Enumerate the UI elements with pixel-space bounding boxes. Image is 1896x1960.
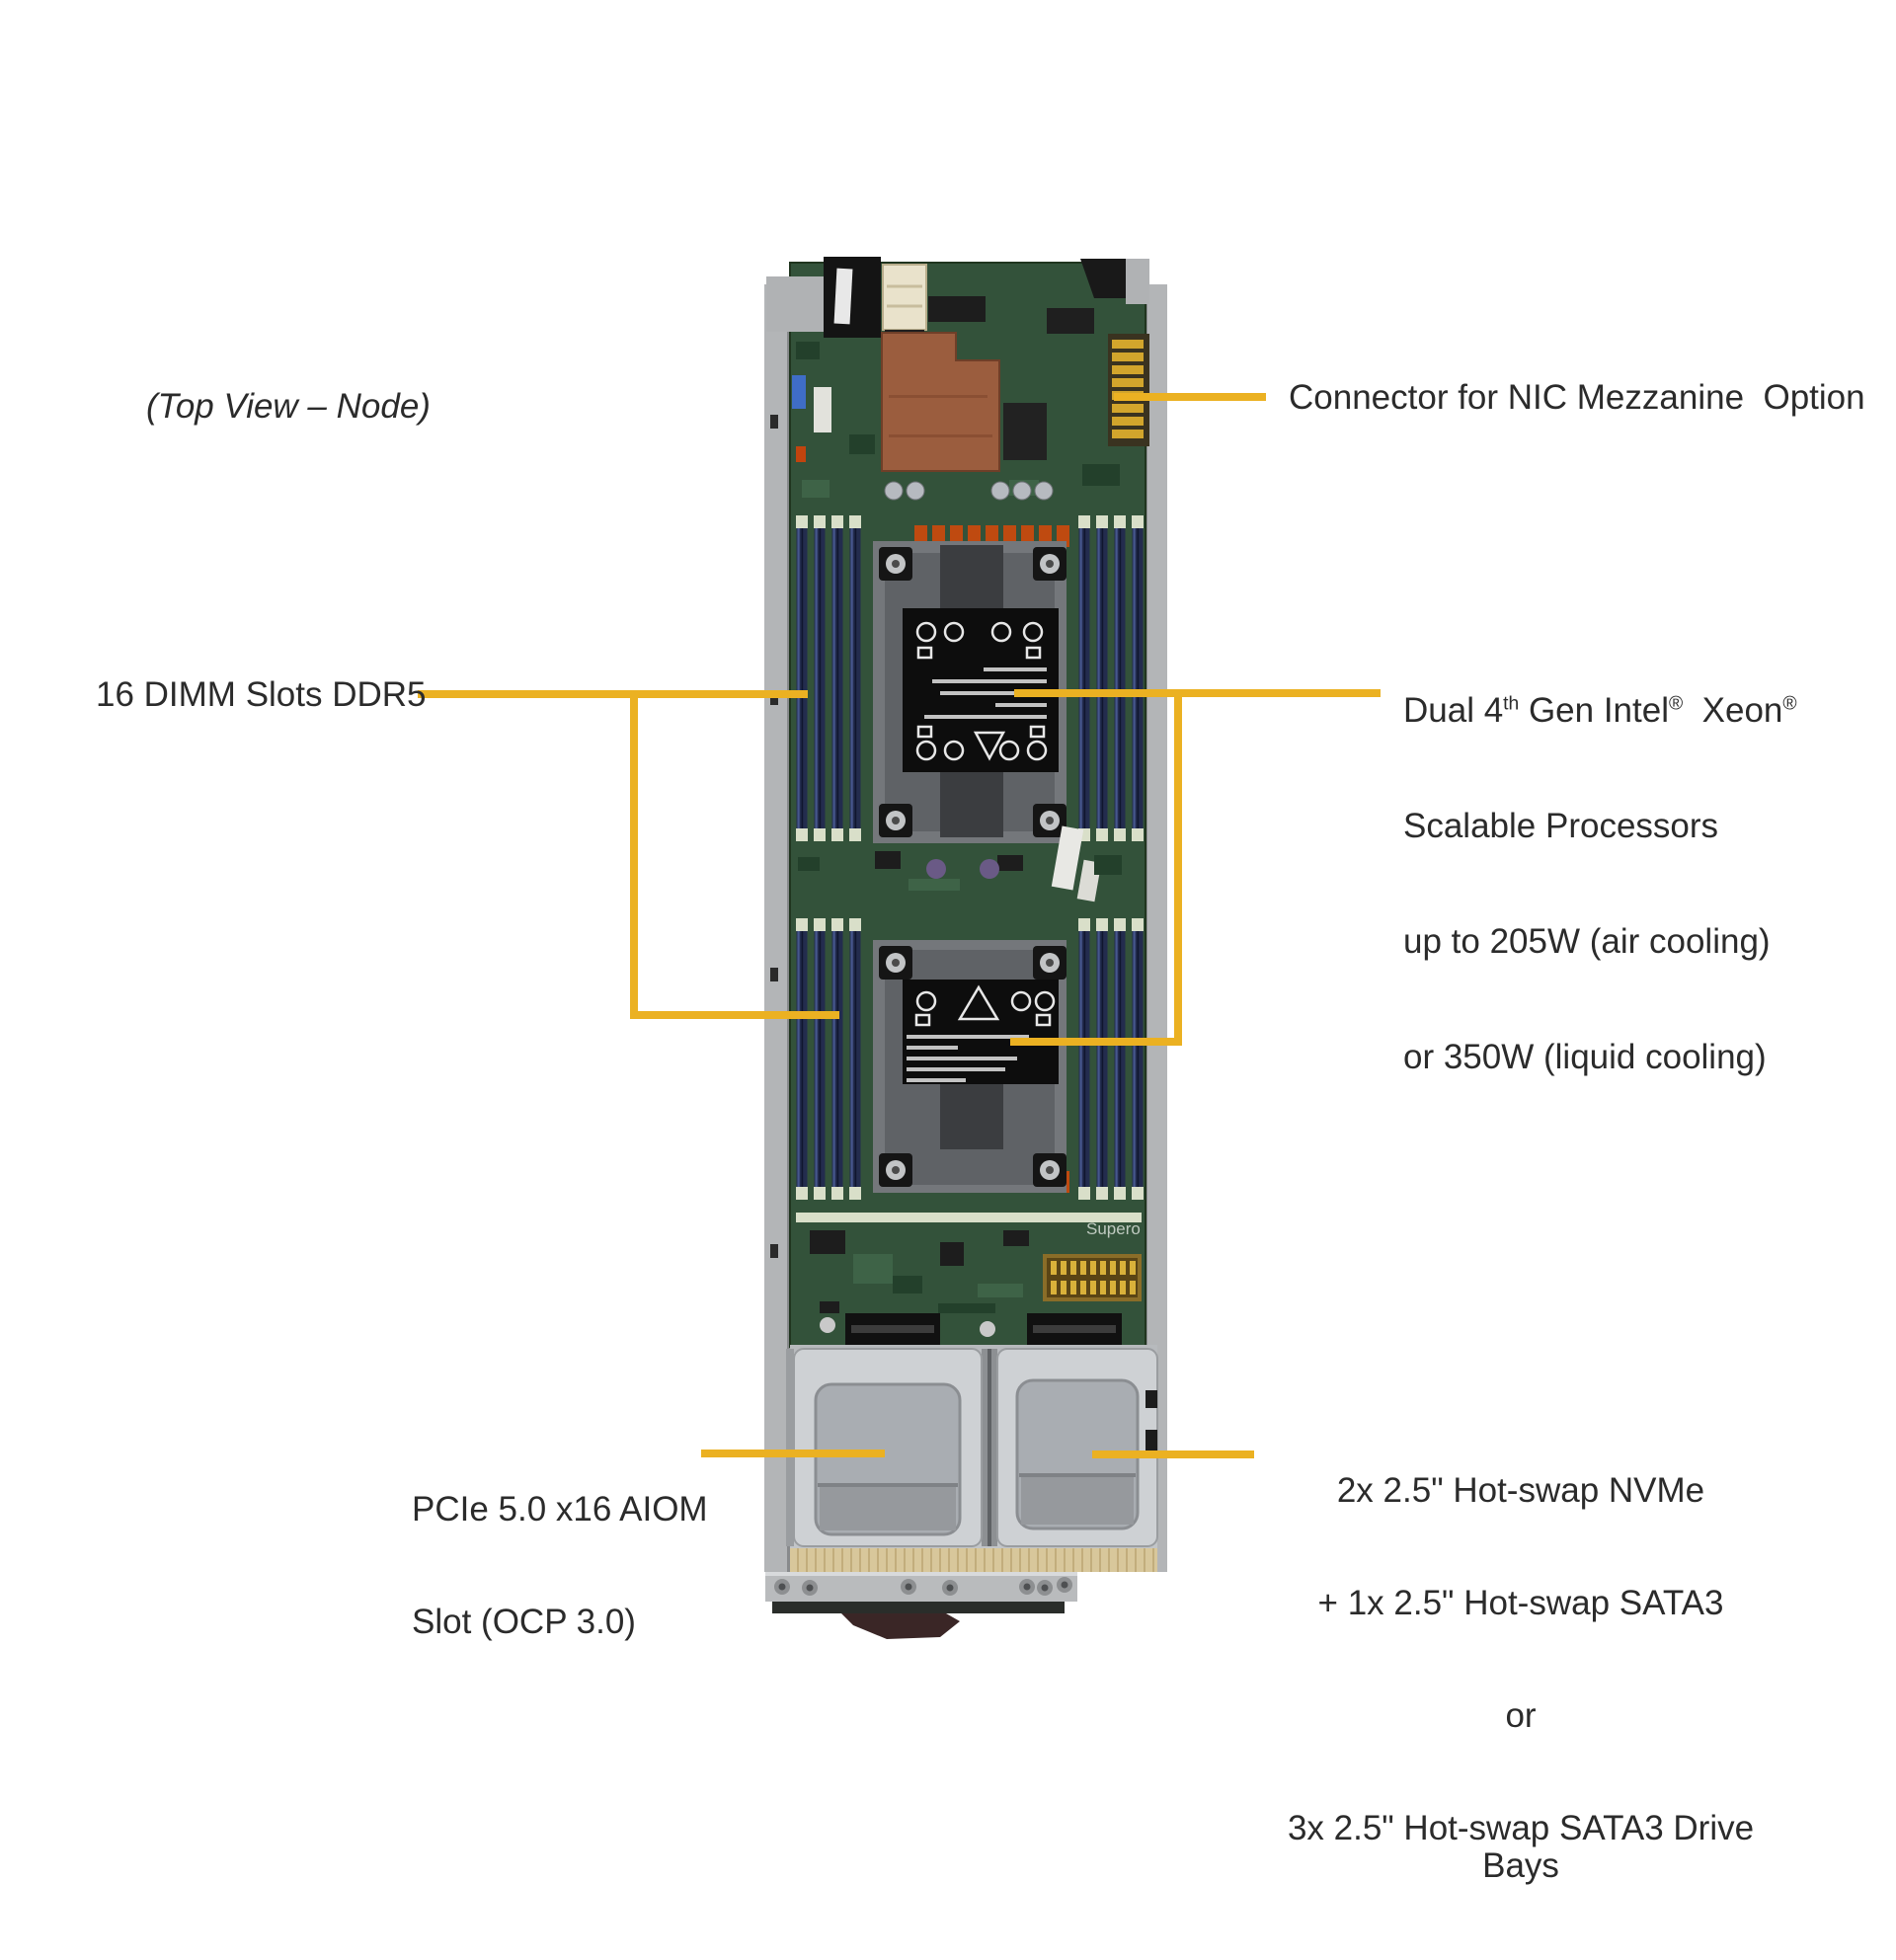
bottom-screws [774,1577,1072,1596]
server-node-illustration: Supero [764,257,1167,1639]
aiom-bay [793,1348,983,1547]
dimm-slot [1078,515,1090,841]
dimm-slot [1132,515,1144,841]
cpu-socket-2 [873,940,1066,1193]
nic-mezzanine-connector [1108,334,1149,446]
dimm-slots-label: 16 DIMM Slots DDR5 [96,675,427,714]
dimm-slot [1096,918,1108,1200]
dimm-slot [1114,515,1126,841]
dimm-slot [814,515,826,841]
callout-line-cpu-top [1014,689,1381,697]
board-logo: Supero [1086,1219,1141,1238]
callout-line-cpu-vertical [1174,689,1182,1046]
cpu-label-line2: Scalable Processors [1403,807,1719,845]
drive-bays-label: 2x 2.5" Hot-swap NVMe + 1x 2.5" Hot-swap… [1274,1397,1768,1960]
dimm-slot [1078,918,1090,1200]
dimm-slot [1096,515,1108,841]
dimm-slot [831,515,843,841]
dimm-slot [849,515,861,841]
cpu-label-line1: Dual 4th Gen Intel® Xeon® [1403,691,1797,730]
callout-line-drive [1092,1450,1254,1458]
power-connector-pins [1051,1261,1136,1294]
pcb-lower-section: Supero [820,1219,1142,1345]
drive-label-line3: or [1505,1696,1537,1735]
callout-line-cpu-bottom [1010,1038,1182,1046]
aiom-slot-label: PCIe 5.0 x16 AIOM Slot (OCP 3.0) [412,1416,708,1716]
diagram-stage: Supero [96,257,1865,1885]
cpu-label-line4: or 350W (liquid cooling) [1403,1038,1767,1076]
pcb-mid-gap [875,825,1122,902]
node-bottom [765,1548,1157,1639]
cpu-label: Dual 4th Gen Intel® Xeon® Scalable Proce… [1403,614,1797,1153]
nic-connector-label: Connector for NIC Mezzanine Option [1289,378,1865,417]
callout-line-dimm-vertical [630,690,638,1019]
copper-heatsink [881,332,1000,472]
drive-bay [996,1348,1158,1547]
dimm-slot [814,918,826,1200]
drive-label-line2: + 1x 2.5" Hot-swap SATA3 [1317,1584,1724,1622]
dimm-slot [849,918,861,1200]
cpu-label-line3: up to 205W (air cooling) [1403,922,1771,961]
aiom-label-line1: PCIe 5.0 x16 AIOM [412,1490,708,1529]
dimm-slot [831,918,843,1200]
view-note-label: (Top View – Node) [146,387,431,426]
callout-line-aiom [701,1450,885,1457]
dimm-slot [796,918,808,1200]
drive-label-line1: 2x 2.5" Hot-swap NVMe [1336,1471,1705,1510]
dimm-slot [796,515,808,841]
drive-cage [786,1345,1158,1550]
release-latch [841,1613,960,1639]
aiom-label-line2: Slot (OCP 3.0) [412,1603,636,1641]
callout-line-nic [1114,393,1266,401]
dimm-slot [1114,918,1126,1200]
dimm-slot [1132,918,1144,1200]
top-edge-connectors [766,257,1149,462]
callout-line-dimm-top [418,690,808,698]
callout-line-dimm-bottom [630,1011,839,1019]
drive-label-line4: 3x 2.5" Hot-swap SATA3 Drive Bays [1287,1809,1764,1885]
